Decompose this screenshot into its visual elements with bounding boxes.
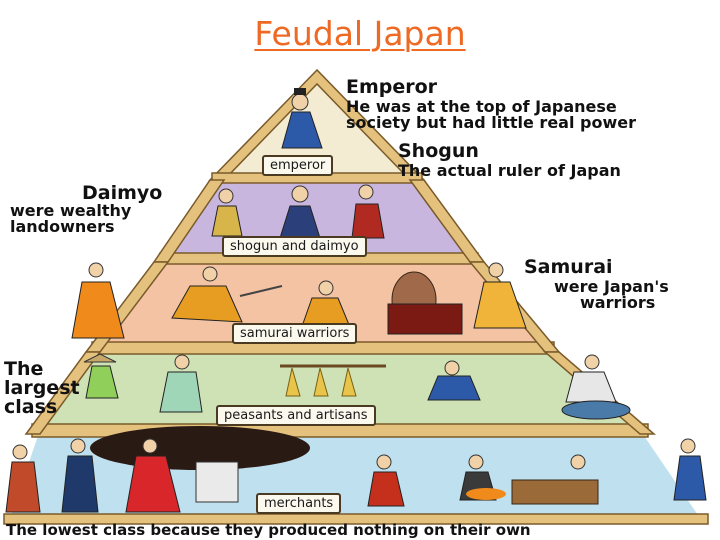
samurai-caption: Samurai were Japan's warriors — [524, 258, 669, 311]
peasant-artisan-figures — [83, 353, 631, 420]
shogun-caption: Shogun The actual ruler of Japan — [398, 142, 621, 179]
emperor-line-1: He was at the top of Japanese — [346, 97, 617, 116]
tier-emperor-bg — [222, 78, 412, 178]
tier-label-shogun-daimyo: shogun and daimyo — [222, 236, 367, 257]
daimyo-line-1: were wealthy — [10, 201, 132, 220]
tier-label-merchants: merchants — [256, 493, 342, 514]
shogun-line-1: The actual ruler of Japan — [398, 161, 621, 180]
merchants-line-1: The lowest class because they produced n… — [6, 521, 531, 539]
tier-label-emperor: emperor — [262, 155, 334, 176]
emperor-line-2: society but had little real power — [346, 113, 636, 132]
daimyo-heading: Daimyo — [82, 182, 163, 204]
samurai-figures — [71, 262, 527, 339]
peasants-caption: The largest class — [4, 360, 80, 417]
tier-label-peasants: peasants and artisans — [216, 405, 376, 426]
tier-label-samurai: samurai warriors — [232, 323, 358, 344]
peasants-line-3: class — [4, 396, 58, 418]
daimyo-line-2: landowners — [10, 217, 115, 236]
samurai-line-1: were Japan's — [554, 277, 669, 296]
emperor-caption: Emperor He was at the top of Japanese so… — [346, 78, 636, 131]
peasants-line-1: The — [4, 358, 44, 380]
merchants-caption: The lowest class because they produced n… — [6, 523, 531, 538]
merchant-figures — [5, 426, 707, 513]
shogun-heading: Shogun — [398, 140, 479, 162]
emperor-figure — [281, 88, 323, 149]
page-title: Feudal Japan — [254, 14, 466, 53]
emperor-heading: Emperor — [346, 76, 438, 98]
peasants-line-2: largest — [4, 377, 80, 399]
samurai-heading: Samurai — [524, 256, 613, 278]
daimyo-caption: Daimyo were wealthy landowners — [10, 184, 162, 235]
samurai-line-2: warriors — [580, 293, 656, 312]
